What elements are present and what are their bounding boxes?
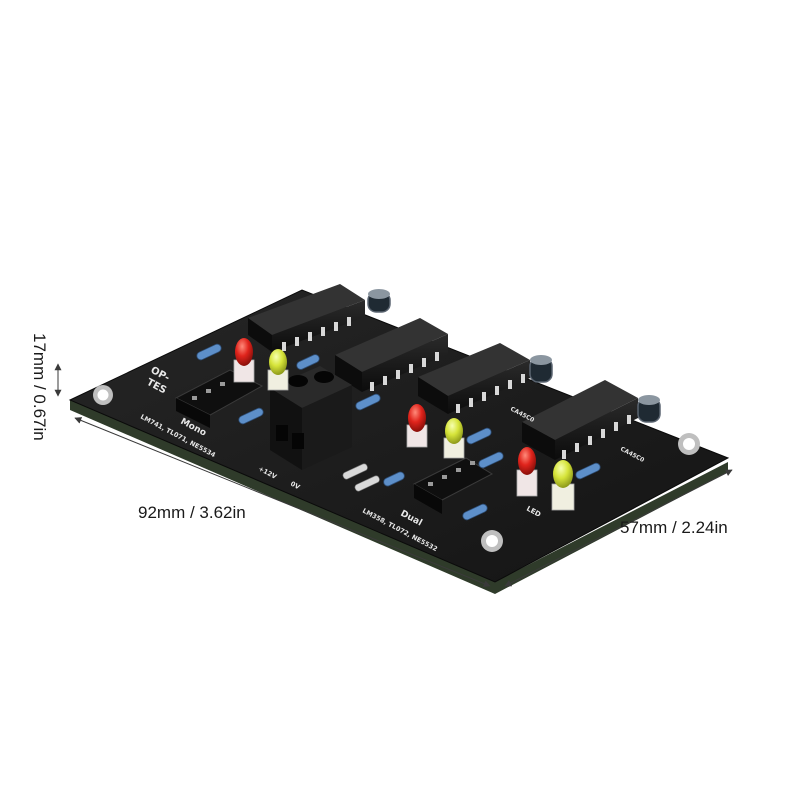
ic-chip — [335, 318, 448, 392]
mounting-hole — [481, 530, 503, 552]
capacitor — [637, 395, 661, 423]
resistor — [296, 354, 320, 370]
led-red — [233, 338, 255, 383]
length-dimension-line — [74, 417, 491, 587]
led-yellow — [267, 349, 289, 391]
capacitor — [367, 289, 391, 313]
led-red — [406, 404, 428, 448]
ic-chip — [522, 380, 638, 460]
ic-chip — [418, 343, 530, 414]
height-dimension-label: 17mm / 0.67in — [30, 333, 49, 441]
mounting-hole — [678, 433, 700, 455]
resistor — [196, 343, 222, 361]
led-yellow — [551, 460, 575, 511]
width-dimension-line — [504, 469, 733, 587]
pcb-board: OP- TES Mono LM741, TL071, NE5534 Dual L… — [68, 284, 730, 594]
length-dimension-label: 92mm / 3.62in — [138, 503, 246, 522]
led-red — [516, 447, 538, 497]
ic-chip — [248, 284, 365, 352]
width-dimension-label: 57mm / 2.24in — [620, 518, 728, 537]
capacitor — [529, 355, 553, 383]
resistor — [355, 393, 381, 411]
mounting-hole — [93, 385, 113, 405]
led-yellow — [443, 418, 465, 459]
